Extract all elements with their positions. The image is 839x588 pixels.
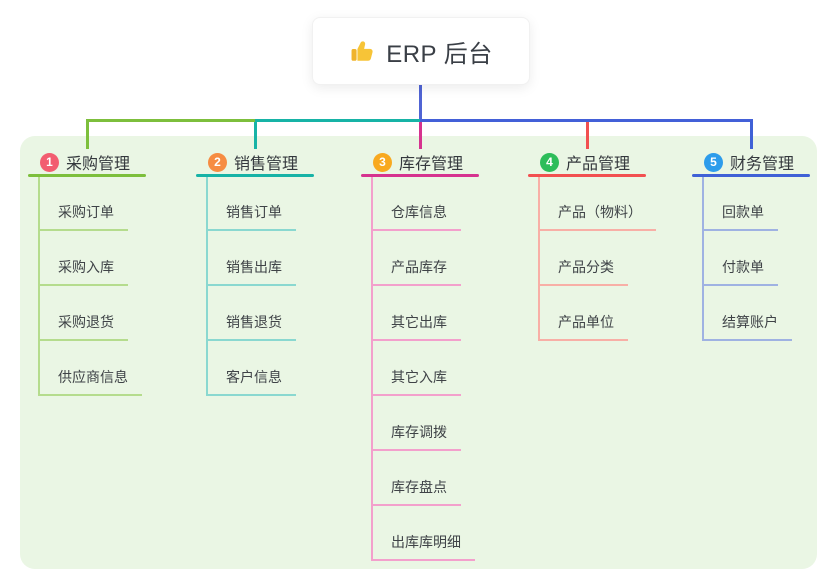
branch-label: 销售管理 bbox=[234, 156, 299, 173]
child-node[interactable]: 客户信息 bbox=[206, 368, 296, 396]
child-node[interactable]: 销售出库 bbox=[206, 258, 296, 286]
branch-finance: 5 财务管理 回款单 付款单 结算账户 bbox=[692, 0, 839, 588]
branch-connector-line bbox=[419, 119, 422, 149]
child-node[interactable]: 供应商信息 bbox=[38, 368, 142, 396]
child-node[interactable]: 产品（物料） bbox=[538, 203, 656, 231]
branch-title-finance[interactable]: 5 财务管理 bbox=[704, 150, 794, 174]
branch-title-inventory[interactable]: 3 库存管理 bbox=[373, 150, 463, 174]
branch-label: 采购管理 bbox=[66, 156, 131, 173]
thumbs-up-icon bbox=[351, 40, 373, 61]
branch-number-badge: 3 bbox=[373, 152, 392, 172]
branch-connector-line bbox=[254, 119, 257, 149]
child-node[interactable]: 产品分类 bbox=[538, 258, 628, 286]
children-connector-line bbox=[702, 177, 704, 341]
child-node[interactable]: 其它入库 bbox=[371, 368, 461, 396]
children-connector-line bbox=[371, 177, 373, 561]
branch-purchase: 1 采购管理 采购订单 采购入库 采购退货 供应商信息 bbox=[28, 0, 188, 588]
branch-underline bbox=[528, 174, 646, 177]
branch-connector-line bbox=[586, 119, 589, 149]
branch-title-product[interactable]: 4 产品管理 bbox=[540, 150, 630, 174]
branch-sales: 2 销售管理 销售订单 销售出库 销售退货 客户信息 bbox=[196, 0, 356, 588]
child-node[interactable]: 回款单 bbox=[702, 203, 778, 231]
child-node[interactable]: 采购订单 bbox=[38, 203, 128, 231]
branches-panel bbox=[20, 136, 817, 569]
child-node[interactable]: 出库库明细 bbox=[371, 533, 475, 561]
branch-number-badge: 2 bbox=[208, 152, 227, 172]
branch-title-sales[interactable]: 2 销售管理 bbox=[208, 150, 298, 174]
tree-connector-right bbox=[420, 119, 753, 122]
branch-underline bbox=[361, 174, 479, 177]
tree-connector-mid bbox=[255, 119, 420, 122]
child-node[interactable]: 库存调拨 bbox=[371, 423, 461, 451]
child-node[interactable]: 销售订单 bbox=[206, 203, 296, 231]
branch-connector-line bbox=[750, 119, 753, 149]
child-node[interactable]: 产品库存 bbox=[371, 258, 461, 286]
child-node[interactable]: 仓库信息 bbox=[371, 203, 461, 231]
children-connector-line bbox=[538, 177, 540, 341]
branch-title-purchase[interactable]: 1 采购管理 bbox=[40, 150, 130, 174]
child-node[interactable]: 产品单位 bbox=[538, 313, 628, 341]
branch-underline bbox=[196, 174, 314, 177]
branch-underline bbox=[28, 174, 146, 177]
child-node[interactable]: 采购退货 bbox=[38, 313, 128, 341]
tree-connector-left bbox=[86, 119, 255, 122]
root-title: ERP 后台 bbox=[386, 40, 493, 68]
branch-label: 产品管理 bbox=[566, 156, 631, 173]
branch-underline bbox=[692, 174, 810, 177]
branch-connector-line bbox=[86, 119, 89, 149]
children-connector-line bbox=[206, 177, 208, 396]
child-node[interactable]: 其它出库 bbox=[371, 313, 461, 341]
child-node[interactable]: 销售退货 bbox=[206, 313, 296, 341]
root-node[interactable]: ERP 后台 bbox=[312, 17, 530, 85]
branch-label: 库存管理 bbox=[399, 156, 464, 173]
branch-product: 4 产品管理 产品（物料） 产品分类 产品单位 bbox=[528, 0, 688, 588]
branch-number-badge: 1 bbox=[40, 152, 59, 172]
root-connector-line bbox=[419, 84, 422, 122]
branch-number-badge: 4 bbox=[540, 152, 559, 172]
child-node[interactable]: 库存盘点 bbox=[371, 478, 461, 506]
child-node[interactable]: 付款单 bbox=[702, 258, 778, 286]
child-node[interactable]: 结算账户 bbox=[702, 313, 792, 341]
branch-inventory: 3 库存管理 仓库信息 产品库存 其它出库 其它入库 库存调拨 库存盘点 出库库… bbox=[361, 0, 521, 588]
children-connector-line bbox=[38, 177, 40, 396]
branch-label: 财务管理 bbox=[730, 156, 795, 173]
child-node[interactable]: 采购入库 bbox=[38, 258, 128, 286]
branch-number-badge: 5 bbox=[704, 152, 723, 172]
